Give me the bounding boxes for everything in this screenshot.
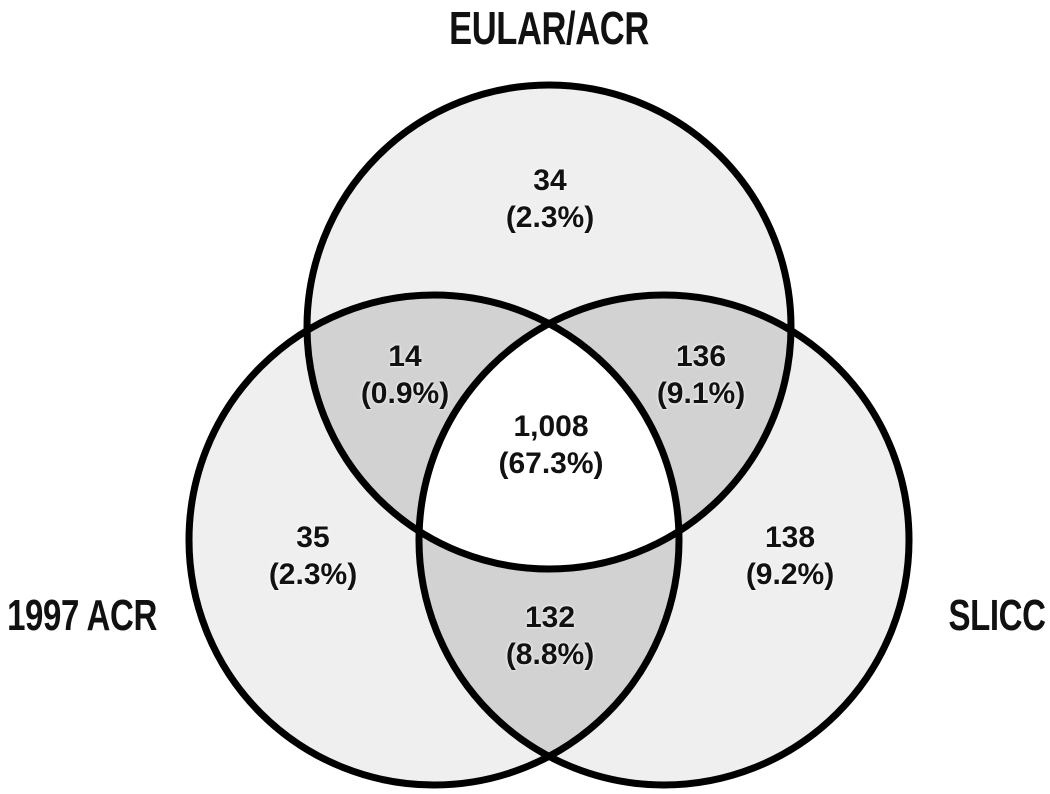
region-top-right-label: 136 (9.1%) <box>657 338 745 412</box>
set-label-eular-acr: EULAR/ACR <box>449 2 649 54</box>
region-top-right-percent: (9.1%) <box>656 377 746 410</box>
left-circle-outline <box>185 291 683 789</box>
region-right-only-count: 138 <box>764 521 816 554</box>
region-top-left-percent: (0.9%) <box>360 377 450 410</box>
region-top-left-count: 14 <box>388 340 422 373</box>
region-center-count: 1,008 <box>513 410 589 443</box>
region-left-right-count: 132 <box>524 601 576 634</box>
region-center-percent: (67.3%) <box>498 447 604 480</box>
region-top-only-count: 34 <box>533 164 567 197</box>
region-left-only-percent: (2.3%) <box>268 558 358 591</box>
right-circle-outline <box>415 291 913 789</box>
region-top-right-count: 136 <box>675 340 727 373</box>
region-top-only-label: 34 (2.3%) <box>506 162 594 236</box>
region-right-only-percent: (9.2%) <box>745 558 835 591</box>
set-label-slicc: SLICC <box>948 591 1046 640</box>
region-left-right-percent: (8.8%) <box>505 638 595 671</box>
region-left-only-count: 35 <box>296 521 330 554</box>
region-center-label: 1,008 (67.3%) <box>498 408 603 482</box>
region-top-left-label: 14 (0.9%) <box>361 338 449 412</box>
region-left-only-label: 35 (2.3%) <box>269 519 357 593</box>
set-label-1997-acr: 1997 ACR <box>7 591 157 640</box>
region-left-right-label: 132 (8.8%) <box>506 599 594 673</box>
region-right-only-label: 138 (9.2%) <box>746 519 834 593</box>
region-top-only-percent: (2.3%) <box>505 201 595 234</box>
